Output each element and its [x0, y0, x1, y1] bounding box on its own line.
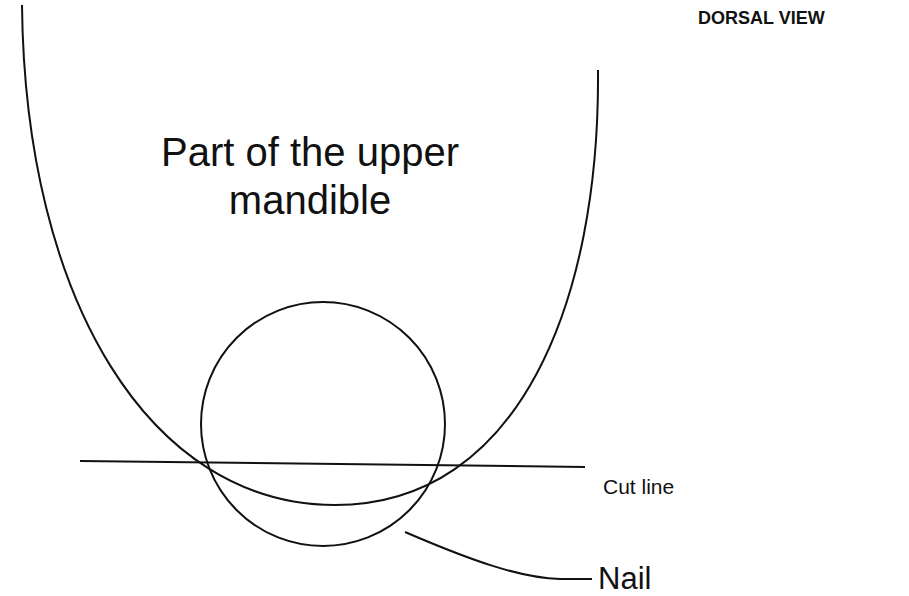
part-label: Nail	[598, 561, 651, 596]
mandible-outline: Part of the upper mandible	[0, 0, 620, 520]
leader-line	[405, 532, 592, 579]
mandible-shape	[0, 0, 620, 520]
cut-line	[80, 461, 585, 467]
part-label: Cut line	[603, 475, 674, 499]
view-title: DORSAL VIEW	[698, 8, 825, 29]
nail-outline	[201, 302, 445, 546]
region-label: Part of the upper mandible	[140, 128, 480, 224]
